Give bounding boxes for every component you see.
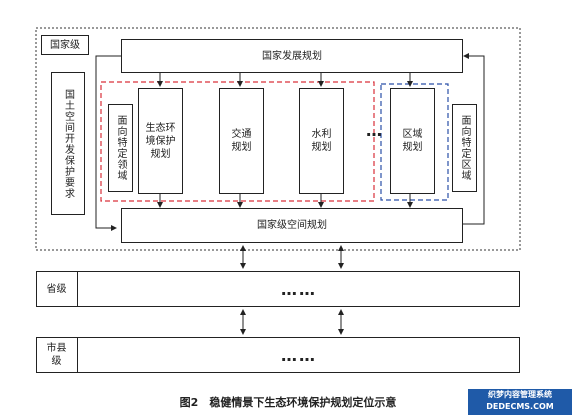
city-row: [36, 337, 520, 373]
water-plan-text: 水利规划: [311, 129, 332, 153]
special-region-box: 面向特定区域: [452, 104, 477, 192]
special-domain-text: 面向特定领域: [115, 115, 126, 181]
middle-ellipsis: …: [366, 121, 386, 140]
national-development-plan-text: 国家发展规划: [262, 50, 322, 62]
regional-plan-box: 区域规划: [390, 88, 435, 194]
land-requirement-box: 国土空间开发保护要求: [51, 72, 85, 215]
province-label-text: 省级: [46, 283, 67, 295]
city-ellipsis-text: ……: [281, 345, 317, 365]
city-label: 市县级: [36, 337, 78, 373]
figure-caption: 图2 稳健情景下生态环境保护规划定位示意: [179, 396, 397, 409]
regional-plan-text: 区域规划: [402, 129, 423, 153]
land-requirement-text: 国土空间开发保护要求: [62, 88, 74, 199]
watermark-line2: DEDECMS.COM: [486, 402, 554, 411]
province-row: [36, 271, 520, 307]
national-spatial-plan-text: 国家级空间规划: [257, 220, 327, 231]
special-domain-box: 面向特定领域: [108, 104, 133, 192]
watermark-line1: 织梦内容管理系统: [488, 390, 552, 399]
province-ellipsis-text: ……: [281, 279, 317, 299]
national-development-plan-box: 国家发展规划: [121, 39, 463, 73]
special-region-text: 面向特定区域: [459, 115, 470, 181]
eco-plan-box: 生态环境保护规划: [138, 88, 183, 194]
national-level-label: 国家级: [41, 35, 89, 55]
traffic-plan-box: 交通规划: [219, 88, 264, 194]
traffic-plan-text: 交通规划: [231, 129, 252, 153]
eco-plan-text: 生态环境保护规划: [145, 122, 176, 160]
site-watermark: 织梦内容管理系统 DEDECMS.COM: [468, 389, 572, 415]
city-ellipsis: ……: [78, 337, 520, 373]
province-label: 省级: [36, 271, 78, 307]
middle-ellipsis-text: …: [366, 121, 384, 140]
national-level-text: 国家级: [50, 39, 80, 51]
province-ellipsis: ……: [78, 271, 520, 307]
national-spatial-plan-box: 国家级空间规划: [121, 208, 463, 243]
water-plan-box: 水利规划: [299, 88, 344, 194]
city-label-text: 市县级: [46, 343, 67, 367]
